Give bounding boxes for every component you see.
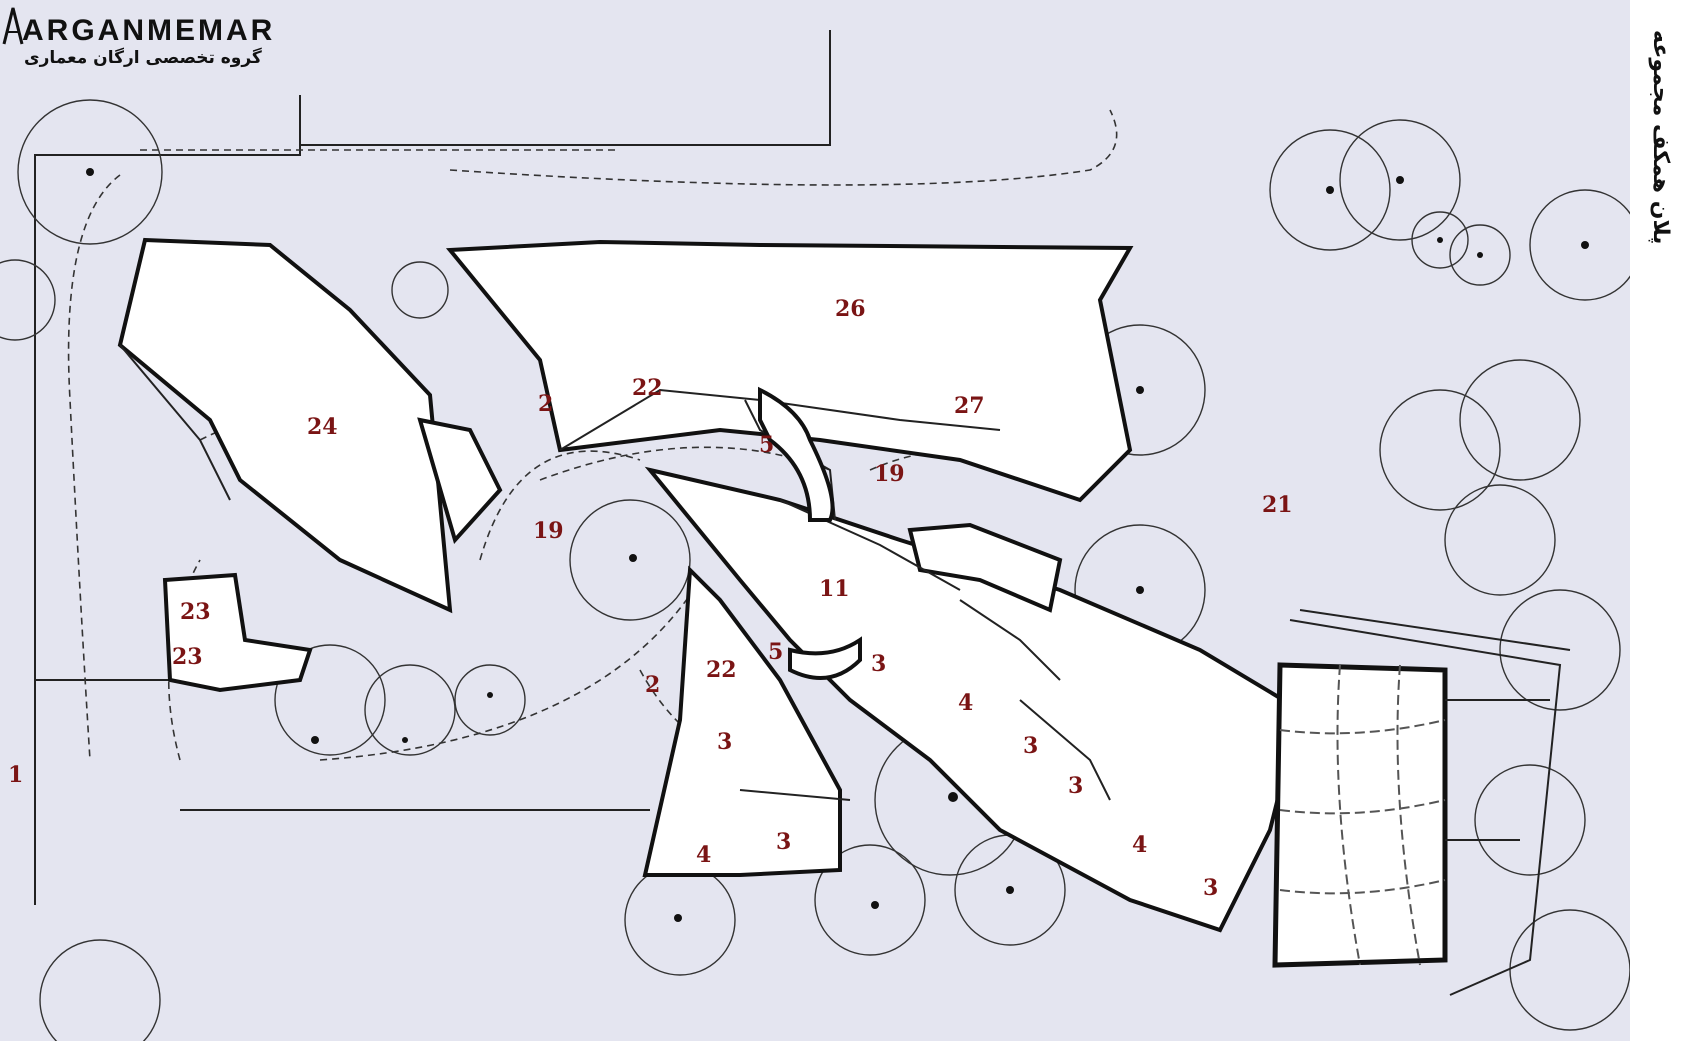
room-label-19: 19 <box>533 518 564 544</box>
drawing-title: پلان همکف مجموعه <box>1648 30 1673 245</box>
room-label-23: 23 <box>180 599 211 625</box>
room-label-2: 2 <box>538 391 553 417</box>
logo-brand-text: ARGANMEMAR <box>22 14 276 47</box>
room-label-22: 22 <box>632 375 663 401</box>
room-label-22: 22 <box>706 657 737 683</box>
room-label-11: 11 <box>819 576 850 602</box>
room-labels: 1 24 2 22 26 27 5 19 19 21 11 23 23 5 2 … <box>8 296 1293 901</box>
site-plan-drawing: 1 24 2 22 26 27 5 19 19 21 11 23 23 5 2 … <box>0 30 1630 1041</box>
room-label-19: 19 <box>874 461 905 487</box>
room-label-5: 5 <box>768 639 783 665</box>
room-label-24: 24 <box>307 414 338 440</box>
room-label-3: 3 <box>871 651 886 677</box>
room-label-1: 1 <box>8 762 23 788</box>
logo-subtitle: گروه تخصصی ارگان معماری <box>24 48 262 68</box>
room-label-4: 4 <box>696 842 711 868</box>
room-label-3: 3 <box>717 729 732 755</box>
room-label-23: 23 <box>172 644 203 670</box>
building-footprint <box>117 237 1303 933</box>
page-margin <box>1630 0 1700 1041</box>
room-label-3: 3 <box>1068 773 1083 799</box>
room-label-3: 3 <box>1023 733 1038 759</box>
logo: ARGANMEMAR گروه تخصصی ارگان معماری <box>0 0 300 70</box>
room-label-5: 5 <box>759 432 774 458</box>
room-label-3: 3 <box>776 829 791 855</box>
room-label-2: 2 <box>645 672 660 698</box>
room-label-27: 27 <box>954 393 985 419</box>
atrium-grid <box>1272 609 1571 996</box>
room-label-4: 4 <box>1132 832 1147 858</box>
room-label-26: 26 <box>835 296 866 322</box>
logo-compass-icon <box>2 7 24 45</box>
room-label-4: 4 <box>958 690 973 716</box>
room-label-21: 21 <box>1262 492 1293 518</box>
room-label-3: 3 <box>1203 875 1218 901</box>
site-boundary <box>34 30 1118 905</box>
